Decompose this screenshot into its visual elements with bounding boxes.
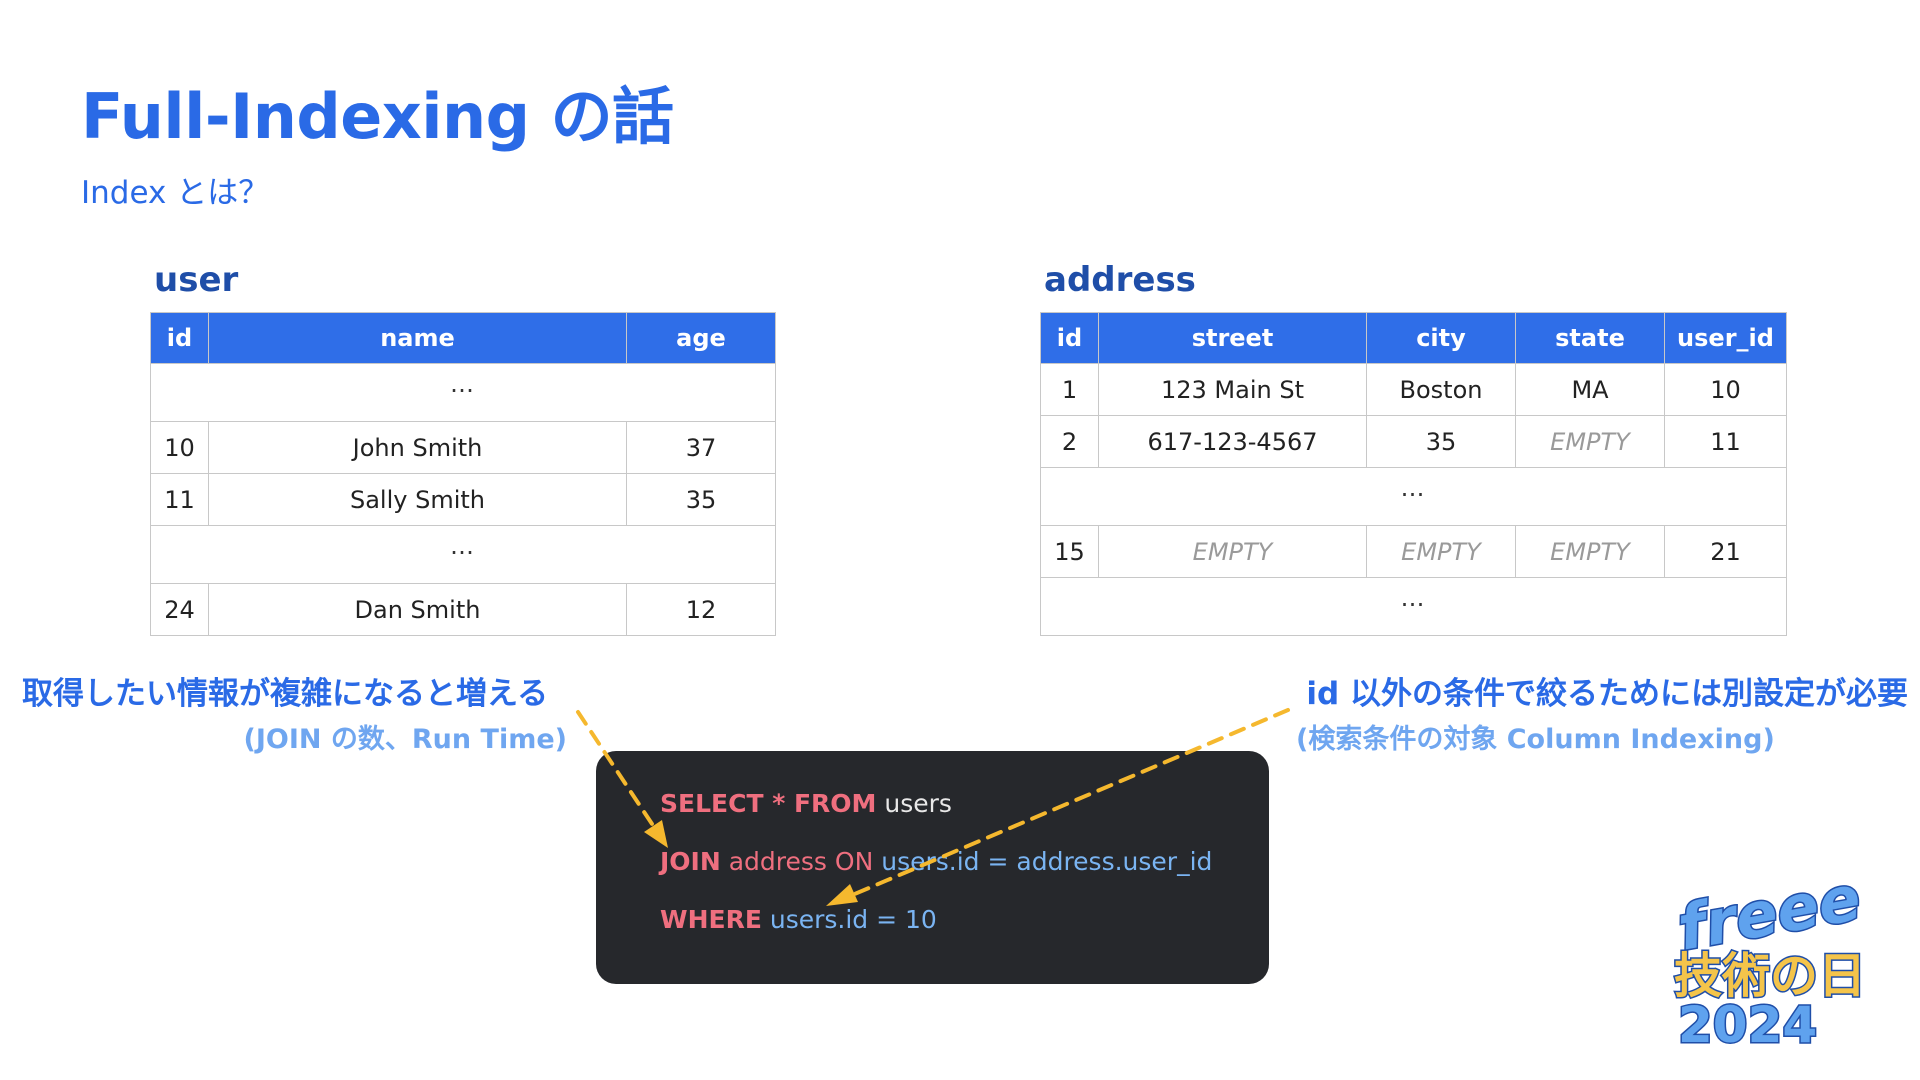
cell-street: EMPTY <box>1098 525 1367 578</box>
column-header-user-id: user_id <box>1664 312 1787 364</box>
sql-table: users <box>876 789 952 818</box>
cell-age: 37 <box>626 421 776 474</box>
ellipsis-cell: … <box>150 525 776 584</box>
table-row: 24 Dan Smith 12 <box>150 583 776 636</box>
cell-street: 617-123-4567 <box>1098 415 1367 468</box>
cell-id: 1 <box>1040 363 1099 416</box>
cell-name: Sally Smith <box>208 473 627 526</box>
cell-state: EMPTY <box>1515 525 1665 578</box>
table-row: 10 John Smith 37 <box>150 421 776 474</box>
sql-join-table: address ON <box>720 847 882 876</box>
cell-id: 2 <box>1040 415 1099 468</box>
column-header-age: age <box>626 312 776 364</box>
table-row: … <box>1040 577 1787 636</box>
sql-code-block: SELECT * FROM users JOIN address ON user… <box>596 751 1269 984</box>
user-table-label: user <box>154 260 239 300</box>
sql-identifier: users.id <box>761 905 869 934</box>
sql-line-select: SELECT * FROM users <box>660 789 952 818</box>
column-header-state: state <box>1515 312 1665 364</box>
sql-keyword: JOIN <box>660 847 721 876</box>
column-header-id: id <box>150 312 209 364</box>
cell-name: Dan Smith <box>208 583 627 636</box>
cell-state: EMPTY <box>1515 415 1665 468</box>
cell-city: 35 <box>1366 415 1516 468</box>
user-table: id name age … 10 John Smith 37 11 Sally … <box>150 312 776 636</box>
cell-id: 15 <box>1040 525 1099 578</box>
sql-identifier: address.user_id <box>1016 847 1213 876</box>
left-annotation: 取得したい情報が複雑になると増える <box>22 676 549 712</box>
ellipsis-cell: … <box>1040 467 1787 526</box>
column-header-city: city <box>1366 312 1516 364</box>
sql-keyword: WHERE <box>660 905 762 934</box>
cell-id: 11 <box>150 473 209 526</box>
ellipsis-cell: … <box>1040 577 1787 636</box>
sql-line-join: JOIN address ON users.id = address.user_… <box>660 847 1212 876</box>
cell-age: 35 <box>626 473 776 526</box>
address-table-header-row: id street city state user_id <box>1040 312 1787 364</box>
cell-age: 12 <box>626 583 776 636</box>
table-row: 11 Sally Smith 35 <box>150 473 776 526</box>
slide-subtitle: Index とは？ <box>81 175 270 211</box>
table-row: … <box>150 525 776 584</box>
table-row: 2 617-123-4567 35 EMPTY 11 <box>1040 415 1787 468</box>
column-header-name: name <box>208 312 627 364</box>
cell-name: John Smith <box>208 421 627 474</box>
user-table-header-row: id name age <box>150 312 776 364</box>
ellipsis-cell: … <box>150 363 776 422</box>
address-table: id street city state user_id 1 123 Main … <box>1040 312 1787 636</box>
logo-line-3: 2024 <box>1678 996 1817 1048</box>
cell-id: 10 <box>150 421 209 474</box>
sql-operator: = <box>868 905 906 934</box>
cell-user-id: 21 <box>1664 525 1787 578</box>
table-row: 1 123 Main St Boston MA 10 <box>1040 363 1787 416</box>
sql-keyword: SELECT * FROM <box>660 789 877 818</box>
right-annotation-detail: (検索条件の対象 Column Indexing) <box>1296 724 1775 755</box>
freee-tech-day-2024-logo-icon: freee 技術の日 2024 <box>1672 876 1868 1048</box>
cell-state: MA <box>1515 363 1665 416</box>
slide-title: Full-Indexing の話 <box>81 80 674 153</box>
sql-operator: = <box>979 847 1017 876</box>
logo-line-2: 技術の日 <box>1674 948 1866 1004</box>
table-row: … <box>1040 467 1787 526</box>
sql-value: 10 <box>905 905 937 934</box>
cell-city: Boston <box>1366 363 1516 416</box>
cell-id: 24 <box>150 583 209 636</box>
address-table-label: address <box>1044 260 1196 300</box>
cell-user-id: 11 <box>1664 415 1787 468</box>
cell-street: 123 Main St <box>1098 363 1367 416</box>
left-annotation-detail: (JOIN の数、Run Time) <box>243 724 567 755</box>
cell-user-id: 10 <box>1664 363 1787 416</box>
sql-line-where: WHERE users.id = 10 <box>660 905 937 934</box>
table-row: 15 EMPTY EMPTY EMPTY 21 <box>1040 525 1787 578</box>
right-annotation: id 以外の条件で絞るためには別設定が必要 <box>1306 676 1908 712</box>
column-header-street: street <box>1098 312 1367 364</box>
column-header-id: id <box>1040 312 1099 364</box>
table-row: … <box>150 363 776 422</box>
cell-city: EMPTY <box>1366 525 1516 578</box>
sql-identifier: users.id <box>881 847 980 876</box>
